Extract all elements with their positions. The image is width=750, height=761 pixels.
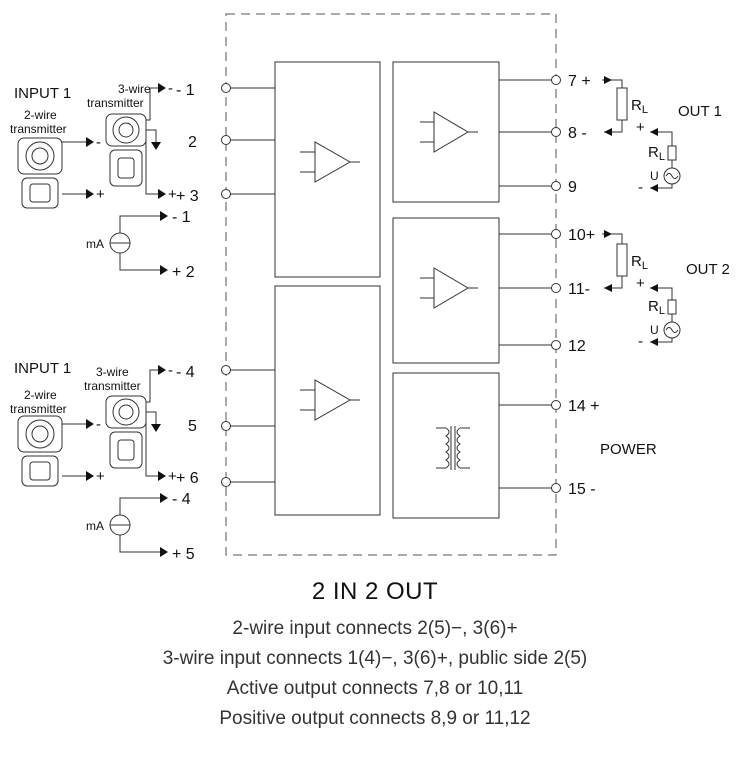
amplifier-icon: [300, 379, 360, 421]
input2-pin-6: + 6: [176, 470, 199, 487]
caption-line: Positive output connects 8,9 or 11,12: [219, 708, 531, 729]
amplifier-icon: [420, 111, 478, 153]
terminal-15: 15 -: [568, 481, 596, 498]
rl-label: RL: [631, 97, 648, 116]
two-wire-transmitter-icon: [17, 415, 94, 487]
rl-label: RL: [648, 298, 665, 317]
u-label: U: [650, 323, 659, 337]
output-block-2: [392, 217, 500, 364]
terminal-14: 14 +: [568, 398, 600, 415]
input-block-1: [274, 61, 381, 278]
input2-label: INPUT 1: [14, 360, 71, 377]
power-label: POWER: [600, 441, 657, 458]
two-wire-plus: +: [96, 186, 105, 203]
ma-pin-plus: + 5: [172, 546, 195, 563]
three-wire-transmitter-icon: [105, 365, 166, 481]
left-terminals: [221, 83, 275, 487]
output-block-1: [392, 61, 500, 203]
u-label: U: [650, 169, 659, 183]
out2-plus: +: [636, 275, 645, 292]
two-wire-minus: -: [96, 416, 101, 433]
two-wire-plus: +: [96, 468, 105, 485]
out2-minus: -: [638, 333, 643, 350]
terminal-8: 8 -: [568, 125, 587, 142]
three-wire-minus: -: [168, 80, 173, 97]
out2-label: OUT 2: [686, 261, 730, 278]
ma-pin-minus: - 1: [172, 209, 191, 226]
terminal-11: 11-: [568, 281, 590, 298]
rl-label: RL: [648, 144, 665, 163]
ma-label: mA: [86, 237, 104, 251]
power-block: [392, 372, 500, 519]
ma-label: mA: [86, 519, 104, 533]
ma-source-icon: [109, 493, 168, 557]
three-wire-plus: +: [168, 186, 177, 203]
input2-pin-4: - 4: [176, 364, 195, 381]
out1-wiring: [602, 76, 681, 192]
out1-plus: +: [636, 119, 645, 136]
input1-pin-1: - 1: [176, 82, 195, 99]
transformer-icon: [436, 426, 470, 470]
caption-line: 2-wire input connects 2(5)−, 3(6)+: [232, 618, 518, 639]
out1-minus: -: [638, 179, 643, 196]
rl-label: RL: [631, 253, 648, 272]
out2-wiring: [602, 230, 681, 346]
input1-pin-3: + 3: [176, 188, 199, 205]
input2-pin-5: 5: [188, 418, 197, 435]
caption-line: 3-wire input connects 1(4)−, 3(6)+, publ…: [162, 648, 588, 669]
two-wire-minus: -: [96, 134, 101, 151]
terminal-7: 7 +: [568, 73, 591, 90]
terminal-12: 12: [568, 338, 586, 355]
wiring-diagram: 7 + 8 - 9 10+ 11- 12 14 + 15 - POWER RL …: [10, 13, 730, 563]
input1-label: INPUT 1: [14, 85, 71, 102]
terminal-10: 10+: [568, 227, 595, 244]
amplifier-icon: [420, 267, 478, 309]
two-wire-transmitter-icon: [17, 137, 94, 209]
terminal-9: 9: [568, 179, 577, 196]
ma-pin-plus: + 2: [172, 264, 195, 281]
out1-label: OUT 1: [678, 103, 722, 120]
diagram-title: 2 IN 2 OUT: [311, 578, 439, 605]
three-wire-minus: -: [168, 362, 173, 379]
ma-pin-minus: - 4: [172, 491, 191, 508]
three-wire-plus: +: [168, 468, 177, 485]
amplifier-icon: [300, 141, 360, 183]
ma-source-icon: [109, 211, 168, 275]
right-terminals: [499, 75, 561, 493]
input1-pin-2: 2: [188, 134, 197, 151]
three-wire-transmitter-icon: [105, 83, 166, 199]
caption-line: Active output connects 7,8 or 10,11: [226, 678, 524, 699]
input-block-2: [274, 285, 381, 516]
